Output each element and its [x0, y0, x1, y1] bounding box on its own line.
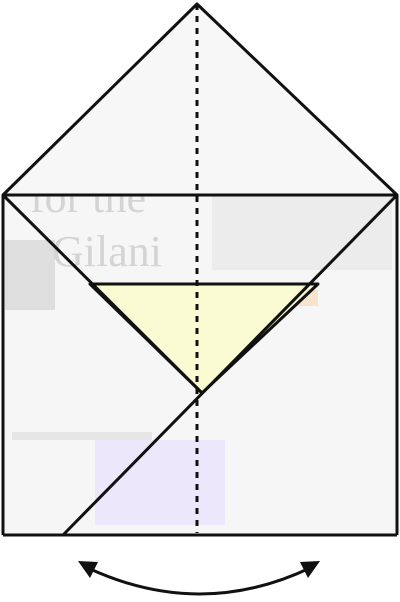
- faint-text-line: [12, 432, 152, 440]
- faint-headline-line-2: Gilani: [52, 227, 162, 276]
- faint-gray-box: [212, 190, 392, 270]
- top-flap: [1, 2, 399, 197]
- left-diagonal-fold: [1, 193, 204, 395]
- faint-photo-block: [5, 240, 55, 310]
- right-diagonal-fold: [61, 193, 399, 537]
- paper-print-background: [3, 190, 397, 535]
- double-headed-curved-arrow-icon: [78, 561, 320, 596]
